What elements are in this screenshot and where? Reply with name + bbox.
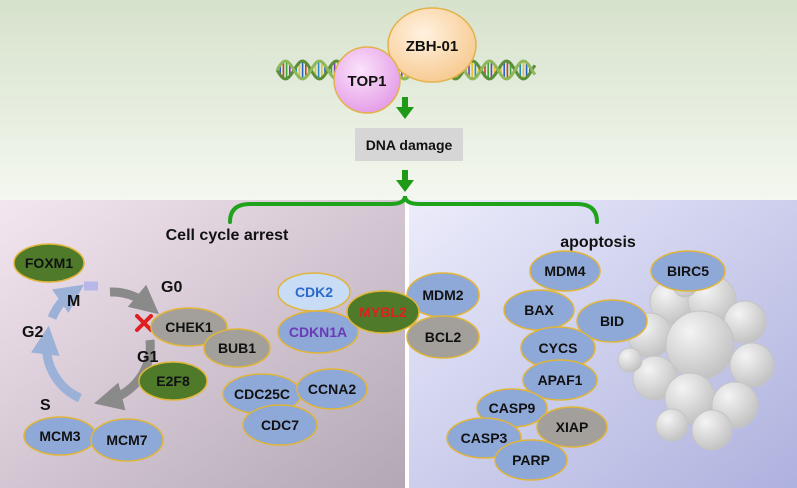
gene-node-cycs-label: CYCS (539, 340, 578, 356)
gene-node-apaf1-label: APAF1 (538, 372, 583, 388)
gene-node-cdk2-label: CDK2 (295, 284, 333, 300)
gene-node-birc5-shape (650, 250, 726, 292)
gene-node-ccna2: CCNA2 (296, 368, 368, 410)
gene-node-cdc25c: CDC25C (222, 373, 302, 415)
dna-damage-box (355, 128, 463, 161)
gene-node-xiap-label: XIAP (556, 419, 589, 435)
gene-node-foxm1: FOXM1 (13, 243, 85, 283)
arrow-to-outcomes (396, 170, 414, 192)
gene-node-e2f8: E2F8 (138, 361, 208, 401)
gene-node-casp3-label: CASP3 (461, 430, 508, 446)
gene-node-birc5: BIRC5 (650, 250, 726, 292)
target-circle (333, 46, 401, 114)
gene-node-mcm3-label: MCM3 (39, 428, 80, 444)
gene-node-cdc7-label: CDC7 (261, 417, 299, 433)
gene-node-mdm2: MDM2 (406, 272, 480, 318)
gene-node-apaf1-shape (522, 359, 598, 401)
gene-node-cdk2: CDK2 (277, 272, 351, 312)
gene-node-mdm4-label: MDM4 (544, 263, 585, 279)
gene-node-mcm7-shape (90, 418, 164, 462)
target-label: TOP1 (348, 73, 387, 90)
gene-node-cycs: CYCS (520, 326, 596, 370)
gene-node-bid-label: BID (600, 313, 624, 329)
gene-node-parp-shape (494, 439, 568, 481)
panel-divider (405, 200, 409, 488)
gene-node-bax: BAX (503, 289, 575, 331)
dna-damage-label: DNA damage (366, 137, 453, 153)
gene-node-cdkn1a: CDKN1A (277, 310, 359, 354)
gene-node-mcm7: MCM7 (90, 418, 164, 462)
gene-node-mybl2-shape (346, 290, 420, 334)
gene-node-foxm1-shape (13, 243, 85, 283)
gene-node-chek1-shape (150, 307, 228, 347)
gene-node-cdc7: CDC7 (242, 404, 318, 446)
gene-node-mcm7-label: MCM7 (106, 432, 147, 448)
gene-node-cdkn1a-label: CDKN1A (289, 324, 347, 340)
gene-node-bcl2-shape (406, 315, 480, 359)
gene-node-ccna2-label: CCNA2 (308, 381, 356, 397)
phase-m: M (67, 293, 80, 310)
drug-label: ZBH-01 (406, 38, 459, 55)
gene-node-bcl2-label: BCL2 (425, 329, 462, 345)
gene-node-casp9: CASP9 (476, 388, 548, 428)
gene-node-foxm1-label: FOXM1 (25, 255, 73, 271)
apoptosis-title: apoptosis (560, 234, 636, 251)
outcome-brace (228, 195, 599, 224)
gene-node-e2f8-label: E2F8 (156, 373, 190, 389)
gene-node-bax-label: BAX (524, 302, 554, 318)
cell-cycle-title: Cell cycle arrest (166, 227, 289, 244)
gene-node-bcl2: BCL2 (406, 315, 480, 359)
gene-node-bub1-shape (203, 328, 271, 368)
gene-node-cdc7-shape (242, 404, 318, 446)
apoptotic-body-icon (617, 272, 775, 451)
gene-node-chek1-label: CHEK1 (165, 319, 213, 335)
gene-node-apaf1: APAF1 (522, 359, 598, 401)
gene-node-bid: BID (576, 299, 648, 343)
gene-node-mdm4-shape (529, 250, 601, 292)
gene-node-mdm4: MDM4 (529, 250, 601, 292)
phase-g2: G2 (22, 324, 43, 341)
gene-node-mybl2-label: MYBL2 (359, 304, 407, 320)
gene-node-cdc25c-label: CDC25C (234, 386, 290, 402)
gene-node-bub1-label: BUB1 (218, 340, 256, 356)
gene-node-xiap-shape (536, 406, 608, 448)
gene-node-mcm3: MCM3 (23, 416, 97, 456)
drug-circle (387, 7, 477, 83)
gene-node-mybl2: MYBL2 (346, 290, 420, 334)
gene-node-cdkn1a-shape (277, 310, 359, 354)
gene-node-parp: PARP (494, 439, 568, 481)
gene-node-xiap: XIAP (536, 406, 608, 448)
gene-node-bub1: BUB1 (203, 328, 271, 368)
gene-node-chek1: CHEK1 (150, 307, 228, 347)
gene-node-parp-label: PARP (512, 452, 550, 468)
gene-node-ccna2-shape (296, 368, 368, 410)
phase-g1: G1 (137, 349, 158, 366)
phase-s: S (40, 397, 51, 414)
gene-node-e2f8-shape (138, 361, 208, 401)
phase-g0: G0 (161, 279, 182, 296)
arrow-to-damage (396, 97, 414, 119)
gene-node-casp9-label: CASP9 (489, 400, 536, 416)
gene-node-mdm2-label: MDM2 (422, 287, 463, 303)
cell-cycle-wheel (30, 281, 160, 411)
inhibit-x-icon (135, 314, 153, 332)
gene-node-bid-shape (576, 299, 648, 343)
gene-node-birc5-label: BIRC5 (667, 263, 709, 279)
